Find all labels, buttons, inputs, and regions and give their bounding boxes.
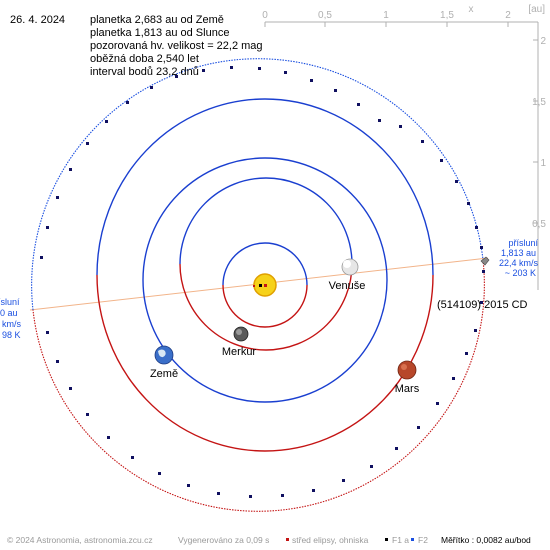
y-tick-label-0: 2	[540, 36, 546, 47]
info-earth-distance: planetka 2,683 au od Země	[90, 14, 224, 26]
planet-mars: Mars	[395, 360, 420, 395]
legend-center-swatch	[286, 538, 289, 541]
venus-label: Venuše	[329, 280, 366, 292]
info-magnitude: pozorovaná hv. velikost = 22,2 mag	[90, 40, 263, 52]
x-tick-label-3: 1,5	[440, 10, 454, 21]
legend-f2-swatch	[411, 538, 414, 541]
venus-orbit-south	[179, 263, 353, 351]
planet-mercury: Merkur	[222, 326, 257, 358]
y-tick-label-1: 1,5	[532, 97, 546, 108]
focus-f2-marker	[264, 284, 267, 287]
perihelion-right: přísluní 1,813 au 22,4 km/s ~ 203 K	[499, 238, 539, 278]
sun	[253, 273, 277, 297]
x-tick-label-1: 0,5	[318, 10, 332, 21]
x-tick-marks	[264, 22, 509, 27]
asteroid-points-south	[46, 270, 485, 498]
y-tick-label-3: 0,5	[532, 219, 546, 230]
footer-scale: Měřítko : 0,0082 au/bod	[441, 535, 531, 545]
asteroid-marker: (514109) 2015 CD	[437, 256, 528, 311]
earth-label: Země	[150, 368, 178, 380]
asteroid-label: (514109) 2015 CD	[437, 299, 528, 311]
legend-f1-label: F1 a	[392, 535, 409, 545]
legend-center-label: střed elipsy, ohniska	[292, 535, 369, 545]
perihelion-right-title: přísluní	[508, 238, 538, 248]
x-axis-label: x	[469, 4, 474, 15]
asteroid-points-north	[40, 66, 483, 259]
perihelion-right-speed: 22,4 km/s	[499, 258, 539, 268]
mercury-label: Merkur	[222, 346, 257, 358]
mars-orbit-south	[96, 274, 434, 452]
perihelion-right-distance: 1,813 au	[501, 248, 536, 258]
perihelion-left: přísluní 0 au km/s 98 K	[0, 297, 21, 340]
axis-group: 0 0,5 1 1,5 2 x [au] 2 1,5 1 0,5	[262, 4, 546, 290]
footer-copyright: © 2024 Astronomia, astronomia.zcu.cz	[7, 535, 153, 545]
mars-label: Mars	[395, 383, 420, 395]
asteroid-orbit	[31, 58, 485, 512]
y-tick-label-2: 1	[540, 158, 546, 169]
perihelion-left-speed: km/s	[2, 319, 21, 329]
mars-orbit-north	[96, 98, 434, 276]
mercury-orbit-north	[222, 242, 308, 286]
x-tick-label-0: 0	[262, 10, 268, 21]
info-period: oběžná doba 2,540 let	[90, 53, 199, 65]
venus-orbit-north	[179, 177, 353, 265]
footer: © 2024 Astronomia, astronomia.zcu.cz Vyg…	[7, 535, 531, 545]
x-tick-label-2: 1	[383, 10, 389, 21]
info-sun-distance: planetka 1,813 au od Slunce	[90, 27, 229, 39]
legend-f1-swatch	[385, 538, 388, 541]
planet-earth: Země	[150, 345, 178, 380]
planet-orbits	[96, 98, 434, 452]
asteroid-orbit-south	[32, 259, 485, 512]
ellipse-center-marker	[253, 285, 255, 287]
date-label: 26. 4. 2024	[10, 14, 65, 26]
planet-venus: Venuše	[329, 258, 366, 292]
perihelion-right-temp: ~ 203 K	[505, 268, 536, 278]
info-interval: interval bodů 23,2 dnů	[90, 66, 199, 78]
footer-generated: Vygenerováno za 0,09 s	[178, 535, 269, 545]
asteroid-icon	[480, 256, 490, 266]
earth-orbit	[142, 157, 388, 403]
unit-label: [au]	[528, 4, 545, 15]
perihelion-left-title: přísluní	[0, 297, 20, 307]
perihelion-left-temp: 98 K	[2, 330, 21, 340]
mars-disc	[397, 360, 417, 380]
x-tick-label-4: 2	[505, 10, 511, 21]
focus-f1-marker	[259, 284, 262, 287]
mercury-orbit-south	[222, 284, 308, 328]
legend-f2-label: F2	[418, 535, 428, 545]
y-tick-marks	[533, 39, 538, 224]
asteroid-orbit-north	[31, 58, 484, 311]
info-block: planetka 2,683 au od Země planetka 1,813…	[90, 14, 263, 78]
perihelion-left-distance: 0 au	[0, 308, 18, 318]
